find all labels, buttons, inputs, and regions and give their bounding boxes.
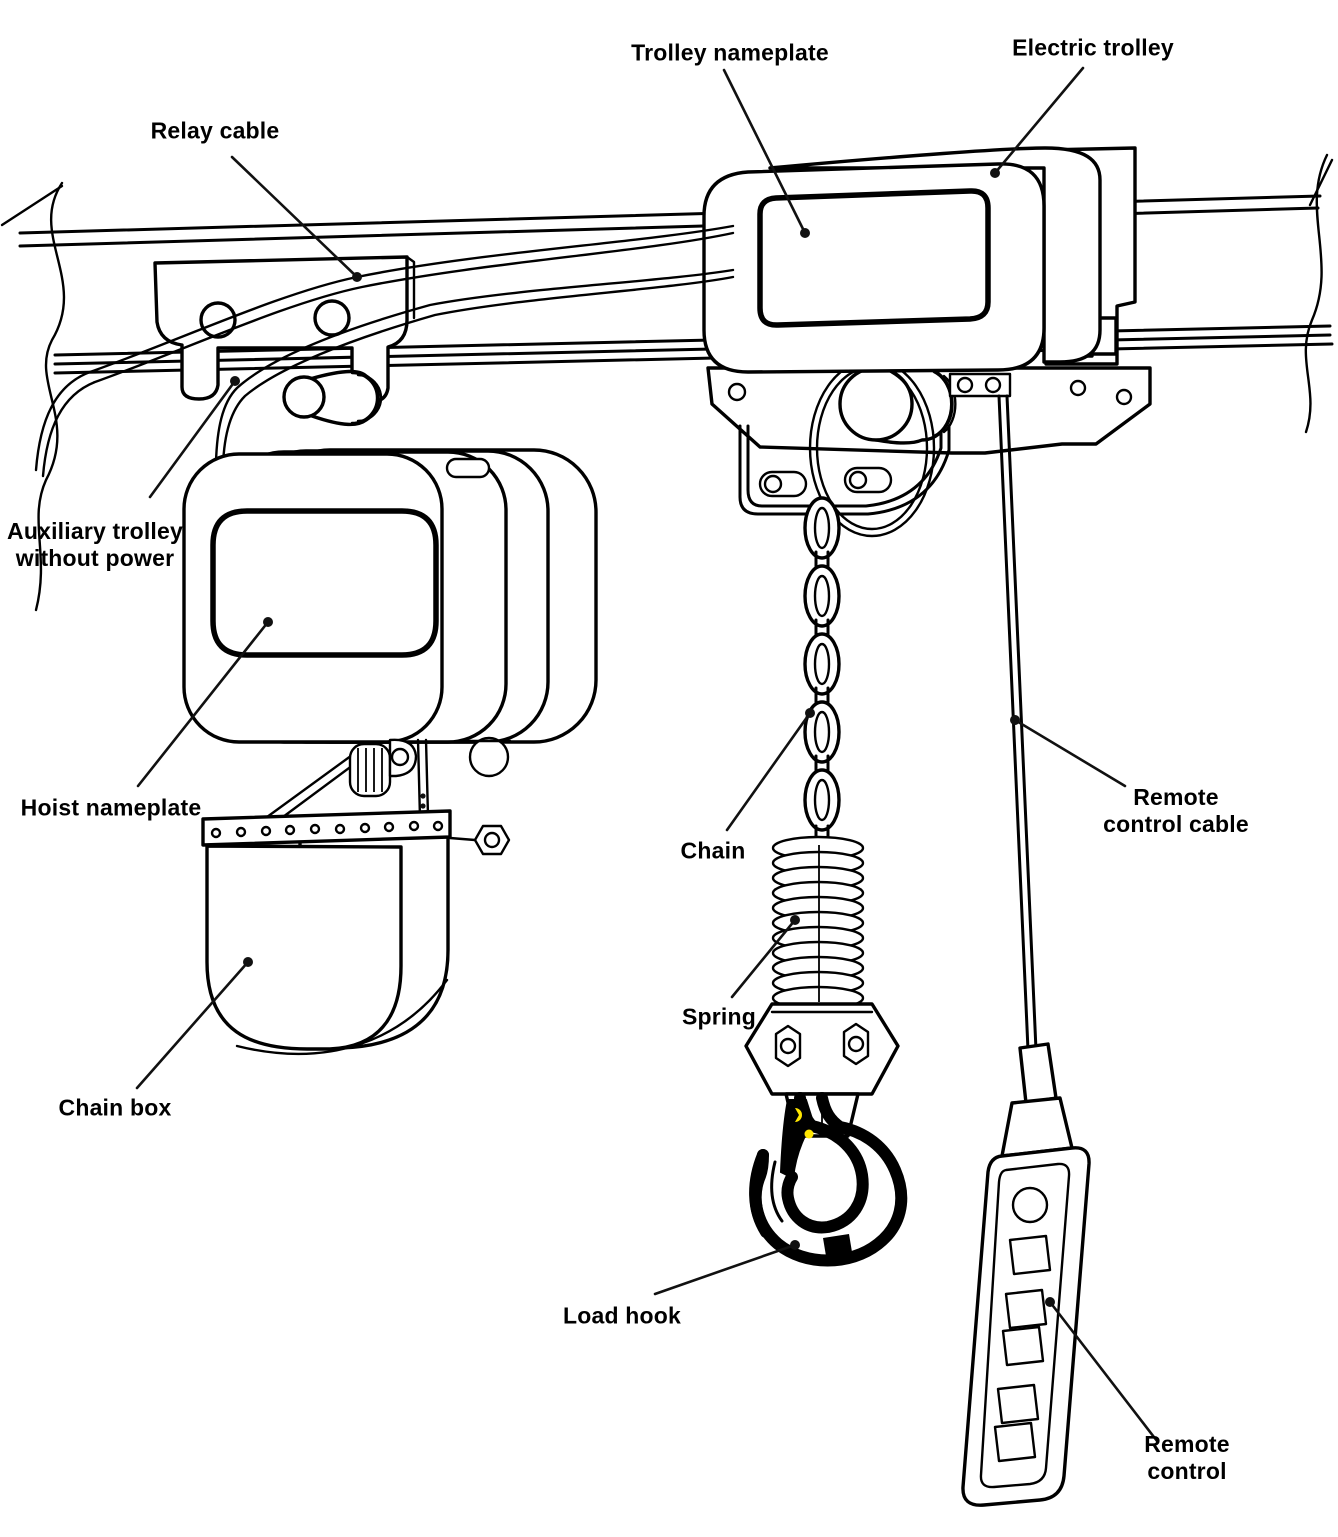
buffer-spring (771, 835, 865, 1011)
label-spring: Spring (681, 1003, 757, 1030)
label-auxiliary-trolley: Auxiliary trolley without power (7, 517, 183, 571)
remote-control-pendant (961, 1042, 1091, 1507)
trolley-nameplate-plate (757, 188, 991, 328)
safety-latch (779, 1099, 815, 1180)
hook-block (744, 1002, 900, 1138)
relay-cable-lines (34, 224, 735, 478)
pendant-button (1001, 1325, 1045, 1367)
roller (468, 736, 510, 778)
label-hoist-nameplate: Hoist nameplate (20, 794, 202, 821)
pendant-button (1008, 1234, 1052, 1276)
leader-lines (135, 66, 1159, 1443)
label-relay-cable: Relay cable (150, 117, 280, 144)
pendant-button (1004, 1288, 1048, 1330)
chain-box-bag (205, 844, 403, 1051)
hoist-nameplate-plate (210, 508, 439, 658)
label-trolley-nameplate: Trolley nameplate (631, 39, 829, 66)
suspension-stirrup (738, 424, 951, 516)
label-chain: Chain (680, 837, 746, 864)
rivets (210, 820, 444, 839)
electric-trolley-assembly (702, 146, 1152, 538)
yellow-dot (804, 1129, 814, 1139)
auxiliary-trolley-bracket (153, 255, 416, 427)
chain-box (201, 809, 511, 1056)
load-hook-shape (749, 1092, 908, 1267)
label-remote-control: Remote control (1144, 1430, 1230, 1484)
label-load-hook: Load hook (562, 1302, 682, 1329)
load-chain (803, 496, 841, 850)
label-chain-box: Chain box (58, 1094, 172, 1121)
trolley-rear-shell (768, 146, 1102, 364)
yellow-mark (795, 1108, 802, 1122)
label-electric-trolley: Electric trolley (1012, 34, 1174, 61)
shackle-link (348, 742, 392, 798)
label-remote-control-cable: Remote control cable (1103, 783, 1249, 837)
hoist-body (182, 448, 598, 744)
pendant-button (996, 1383, 1040, 1425)
aux-trolley-axle (282, 369, 383, 427)
trolley-suspension-shaft (838, 363, 957, 445)
pendant-round-button (1011, 1186, 1049, 1224)
hex-bolt (448, 824, 511, 856)
pendant-button (993, 1421, 1037, 1463)
